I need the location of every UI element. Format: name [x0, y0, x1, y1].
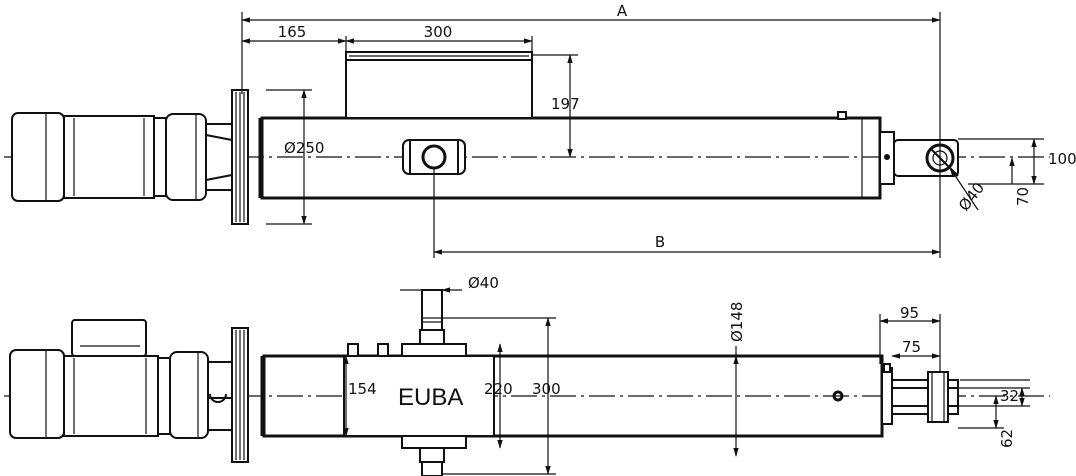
brand-label: EUBA [398, 384, 463, 411]
tube-boss [837, 111, 847, 120]
dim-label-62: 62 [998, 429, 1016, 448]
dim-label-d148: Ø148 [728, 302, 746, 342]
boss-2 [377, 343, 389, 357]
dim-label-197: 197 [551, 95, 580, 113]
dim-label-b: B [655, 233, 665, 251]
dim-label-d40-trunnion: Ø40 [468, 274, 499, 292]
dim-label-220: 220 [484, 380, 513, 398]
boss-1 [347, 343, 359, 357]
flange-bottom [231, 327, 264, 463]
motor-top [11, 112, 233, 202]
motor-box-top [345, 51, 533, 119]
dim-label-154: 154 [348, 380, 377, 398]
dim-label-75: 75 [902, 338, 921, 356]
dim-label-165: 165 [278, 23, 307, 41]
dim-label-32: 32 [1000, 387, 1019, 405]
main-tube-top [260, 116, 882, 200]
dim-label-300-top: 300 [424, 23, 453, 41]
dim-label-300-bottom: 300 [532, 380, 561, 398]
motor-bottom [9, 319, 233, 439]
clevis-bottom [881, 363, 959, 425]
tube-pin [832, 390, 844, 402]
top-view: A 165 300 197 Ø250 B Ø40 100 70 [4, 2, 1076, 258]
bottom-view: EUBA Ø40 154 220 300 Ø148 [4, 274, 1050, 476]
flange-top [231, 89, 262, 225]
trunnion-block-bottom: EUBA [343, 289, 495, 476]
dim-label-100: 100 [1048, 150, 1076, 168]
dim-label-a: A [617, 2, 628, 20]
dim-label-d250: Ø250 [284, 139, 324, 157]
rod-end-top [879, 131, 959, 185]
dim-label-95: 95 [900, 304, 919, 322]
dim-label-70: 70 [1014, 187, 1032, 206]
